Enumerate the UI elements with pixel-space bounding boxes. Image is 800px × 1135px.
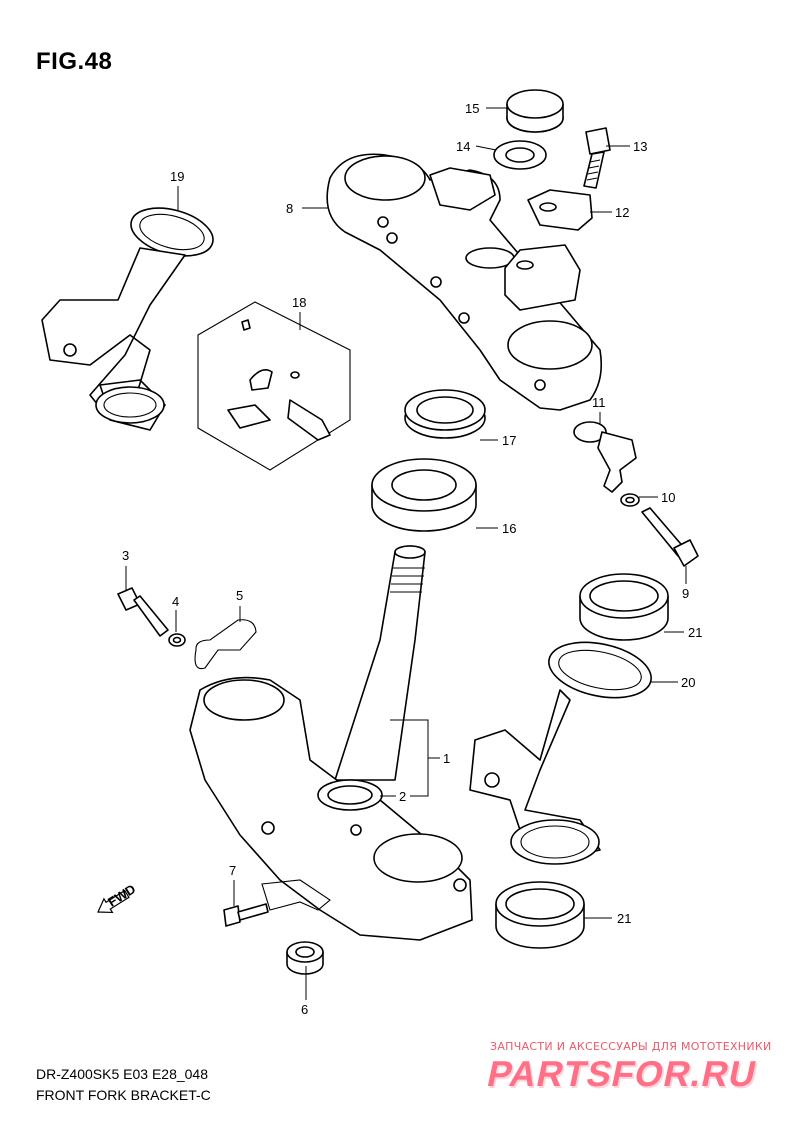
part-seal-lower[interactable] bbox=[495, 881, 585, 949]
part-lower-bracket-cover[interactable] bbox=[469, 634, 656, 865]
part-washer-10[interactable] bbox=[620, 493, 640, 507]
callout-21-upper: 21 bbox=[688, 625, 702, 640]
callout-16: 16 bbox=[502, 521, 516, 536]
leader-lines bbox=[125, 107, 687, 1000]
part-steering-bearing[interactable] bbox=[371, 458, 477, 532]
callout-21-lower: 21 bbox=[617, 911, 631, 926]
part-handlebar-clamp[interactable] bbox=[504, 189, 593, 311]
callout-19: 19 bbox=[170, 169, 184, 184]
part-steering-stem[interactable] bbox=[334, 545, 426, 781]
callout-1: 1 bbox=[443, 751, 450, 766]
part-bolt-3[interactable] bbox=[117, 587, 169, 637]
part-grommet-6[interactable] bbox=[286, 941, 324, 975]
part-upper-bracket[interactable] bbox=[326, 153, 603, 411]
part-clip-5[interactable] bbox=[194, 619, 257, 670]
callout-7: 7 bbox=[229, 863, 236, 878]
callout-15: 15 bbox=[465, 101, 479, 116]
fwd-label: FWD bbox=[105, 881, 138, 909]
watermark-tagline: ЗАПЧАСТИ И АКСЕССУАРЫ ДЛЯ МОТОТЕХНИКИ bbox=[490, 1040, 772, 1053]
callout-11: 11 bbox=[592, 395, 606, 410]
callout-3: 3 bbox=[122, 548, 129, 563]
callout-20: 20 bbox=[681, 675, 695, 690]
callout-8: 8 bbox=[286, 201, 293, 216]
callout-4: 4 bbox=[172, 594, 179, 609]
part-headlight-bracket[interactable] bbox=[41, 200, 218, 431]
callout-2: 2 bbox=[399, 789, 406, 804]
part-washer-upper[interactable] bbox=[493, 140, 547, 170]
part-seal-upper[interactable] bbox=[579, 573, 669, 641]
callout-14: 14 bbox=[456, 139, 470, 154]
callout-13: 13 bbox=[633, 139, 647, 154]
forward-arrow-icon: FWD bbox=[97, 881, 138, 914]
part-cap[interactable] bbox=[506, 89, 564, 133]
part-bolt-7[interactable] bbox=[223, 879, 331, 927]
figure-title: FIG.48 bbox=[36, 48, 113, 75]
part-bolt-9[interactable] bbox=[641, 507, 699, 567]
watermark-logo: PARTSFOR.RU bbox=[483, 1053, 761, 1094]
part-bolt-13[interactable] bbox=[583, 127, 611, 189]
figure-caption: FRONT FORK BRACKET-C bbox=[36, 1087, 211, 1103]
callout-9: 9 bbox=[682, 586, 689, 601]
callout-6: 6 bbox=[301, 1002, 308, 1017]
callout-18: 18 bbox=[292, 295, 306, 310]
callout-labels: 15 14 13 8 12 19 18 11 17 16 10 9 3 4 5 … bbox=[122, 101, 702, 1017]
part-lower-bracket[interactable] bbox=[189, 676, 473, 941]
part-washer-4[interactable] bbox=[168, 633, 186, 647]
callout-10: 10 bbox=[661, 490, 675, 505]
part-kit-box[interactable] bbox=[197, 301, 351, 471]
part-cable-guide[interactable] bbox=[573, 421, 637, 493]
model-code: DR-Z400SK5 E03 E28_048 bbox=[36, 1066, 208, 1082]
callout-12: 12 bbox=[615, 205, 629, 220]
part-steering-nut[interactable] bbox=[404, 389, 486, 439]
callout-5: 5 bbox=[236, 588, 243, 603]
callout-17: 17 bbox=[502, 433, 516, 448]
